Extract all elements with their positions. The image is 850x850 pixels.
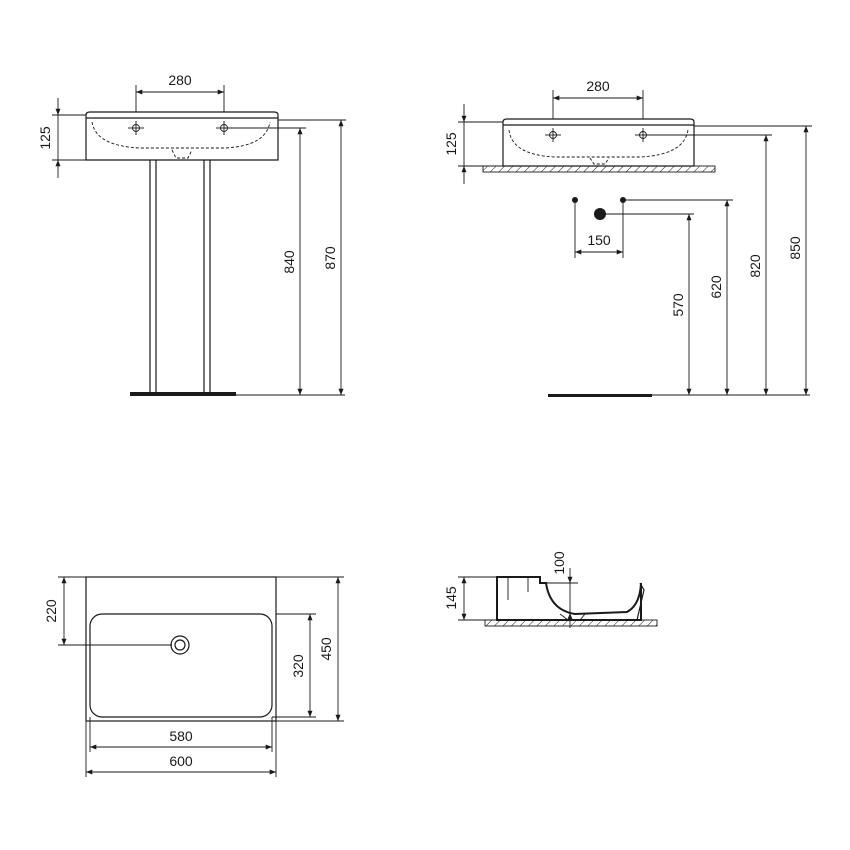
tap-hole: [170, 635, 190, 655]
dim-overall-width: 600: [85, 721, 277, 777]
basin-outline: [85, 111, 279, 161]
dim-label: 620: [708, 275, 724, 299]
side-section-view: 100 145: [443, 551, 658, 628]
dim-waste-height: 570: [606, 213, 810, 396]
dim-label: 100: [551, 551, 567, 575]
dim-label: 125: [443, 132, 459, 156]
dim-label: 850: [787, 236, 803, 260]
tap-hole-left: [545, 128, 561, 142]
dim-tap-spacing: 280: [135, 72, 225, 112]
dim-label: 600: [169, 753, 193, 769]
dim-rim-height: 840: [224, 127, 345, 396]
dim-label: 320: [290, 654, 306, 678]
dim-basin-height: 125: [443, 104, 503, 184]
dim-label: 220: [43, 599, 59, 623]
dim-label: 125: [37, 126, 53, 150]
basin-outline: [502, 118, 695, 167]
dim-overall-height: 850: [694, 125, 812, 395]
dim-basin-height: 125: [37, 98, 86, 178]
dim-bowl-depth: 100: [546, 551, 578, 628]
pedestal-front-view: 280 125 840 870: [37, 72, 346, 396]
dim-label: 870: [322, 246, 338, 270]
connection-points: [572, 197, 626, 220]
dim-waste-spacing: 150: [574, 203, 624, 258]
dim-supply-height: 620: [626, 199, 733, 395]
dim-label: 450: [318, 637, 334, 661]
dim-label: 280: [168, 72, 192, 88]
dim-bowl-width: 580: [89, 717, 273, 752]
dim-tap-offset: 220: [43, 576, 172, 646]
dim-overall-depth: 450: [276, 576, 344, 722]
basin-outer-outline: [85, 576, 277, 722]
dim-label: 820: [747, 254, 763, 278]
floor-line: [548, 394, 652, 397]
dim-overall-height: 870: [278, 119, 346, 395]
dim-label: 145: [443, 586, 459, 610]
dim-label: 150: [587, 232, 611, 248]
dim-label: 840: [281, 250, 297, 274]
dim-overall-height: 145: [443, 576, 497, 621]
countertop: [482, 165, 716, 173]
wall-front-view: 280 125 150 570 620: [443, 78, 812, 397]
tap-hole-left: [128, 121, 144, 135]
dim-label: 570: [670, 293, 686, 317]
plan-view: 220 320 450 580 600: [43, 576, 344, 777]
dim-tap-spacing: 280: [552, 78, 644, 119]
dim-bowl-depth: 320: [272, 613, 316, 718]
dim-label: 580: [169, 728, 193, 744]
dim-label: 280: [586, 78, 610, 94]
dim-rim-height: 820: [643, 134, 772, 395]
basin-bowl-outline: [89, 613, 273, 718]
pedestal-column: [130, 160, 236, 396]
